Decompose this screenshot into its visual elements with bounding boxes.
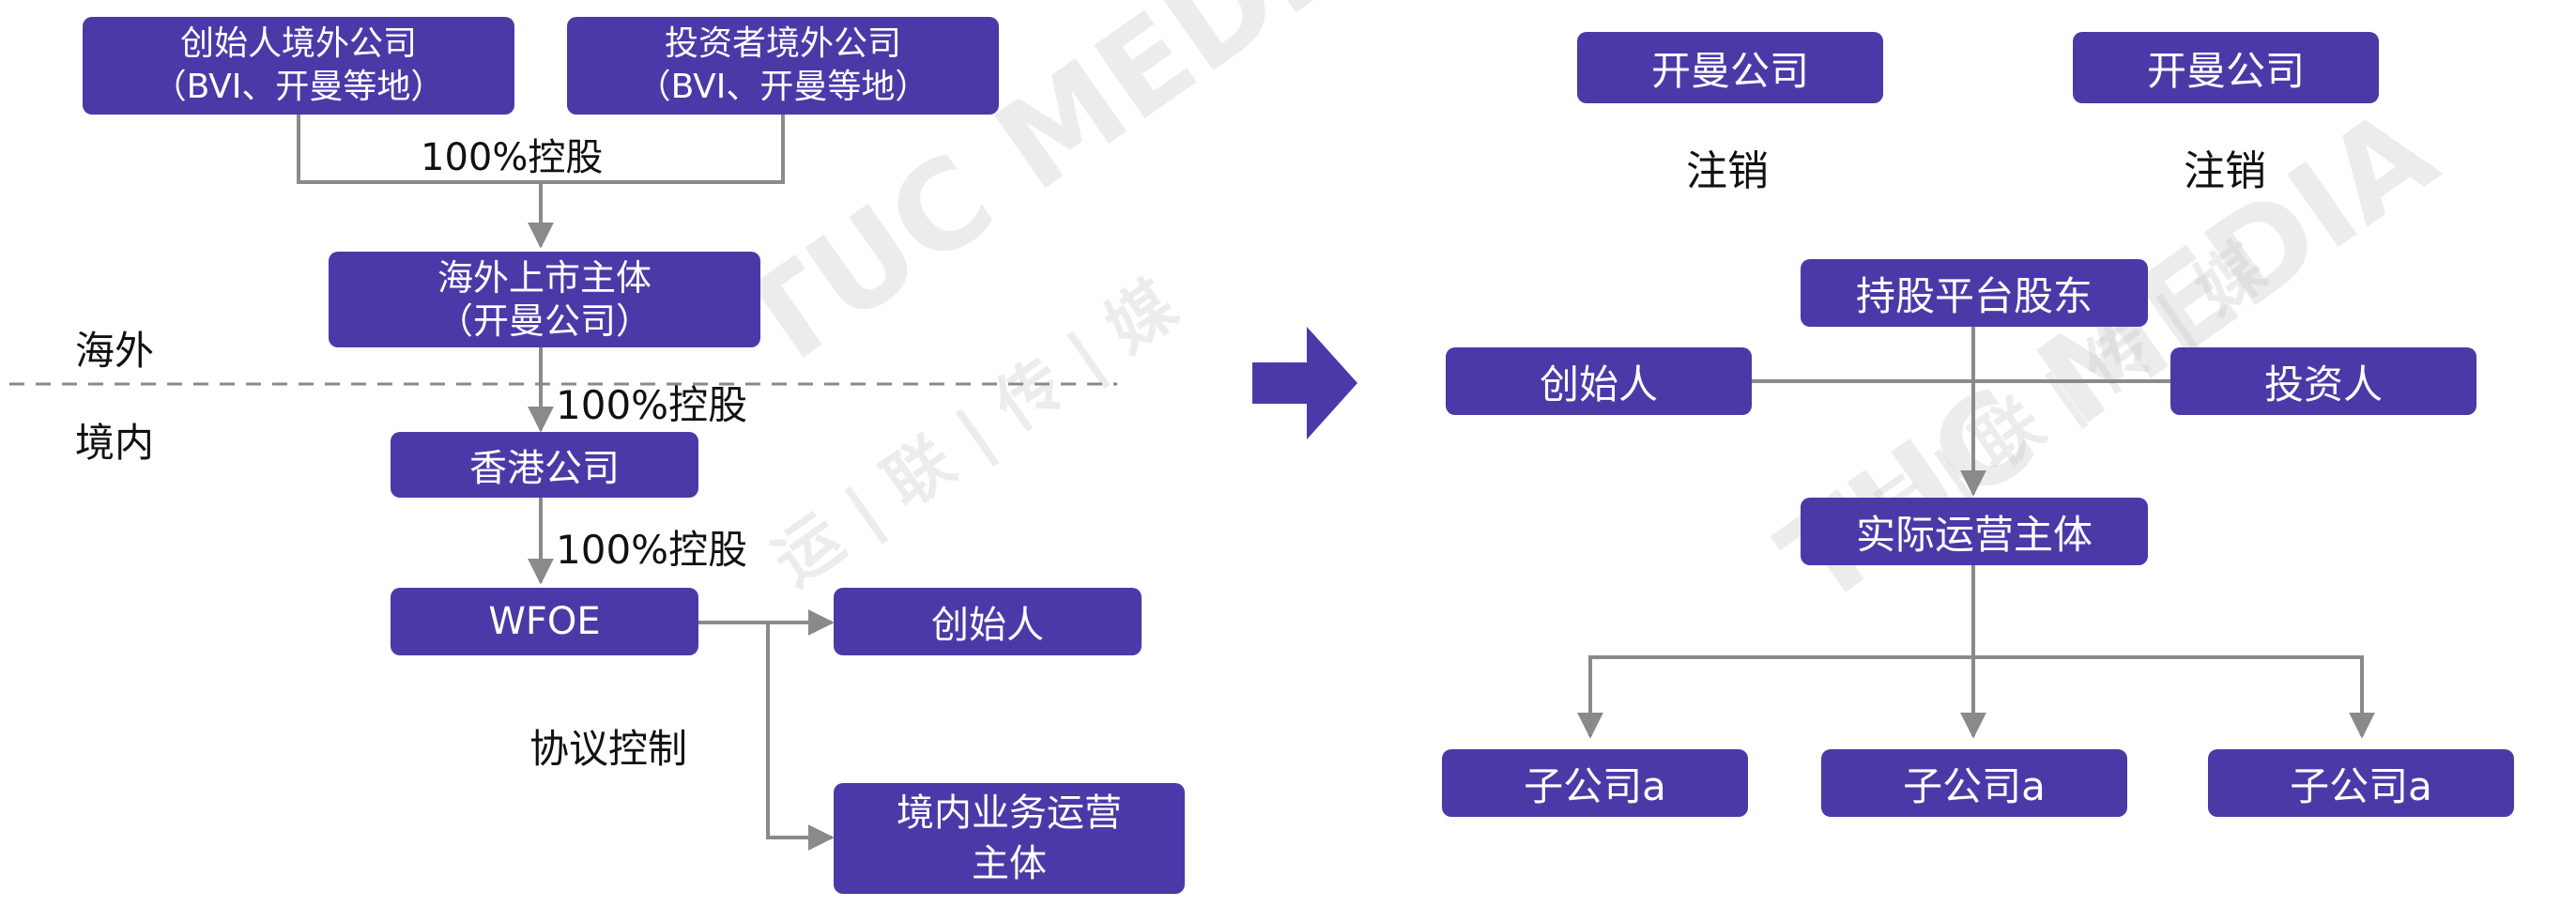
subsidiary-label-2: 子公司a [1903,762,2046,809]
cayman-company-label-1: 开曼公司 [1650,47,1809,94]
big-right-arrow [1252,327,1357,439]
cayman-company-box-2: 开曼公司 [2073,32,2379,103]
left-founder-box: 创始人 [834,588,1142,655]
deregister-label-1: 注销 [1686,147,1769,195]
left-founder-label: 创始人 [931,604,1044,647]
hk-company-label: 香港公司 [469,447,620,490]
holding-label-offshore: 100%控股 [421,136,604,179]
listing-entity-line1: 海外上市主体 [437,257,652,299]
domestic-label: 境内 [75,420,155,466]
investor-offshore-company-box: 投资者境外公司 （BVI、开曼等地） [567,17,999,115]
right-founder-label: 创始人 [1539,361,1658,407]
operating-entity-box: 实际运营主体 [1801,498,2148,565]
operating-entity-label: 实际运营主体 [1855,511,2093,558]
cayman-company-label-2: 开曼公司 [2146,47,2305,94]
founder-offshore-line2: （BVI、开曼等地） [152,68,445,106]
deregister-label-2: 注销 [2184,147,2266,195]
overseas-label: 海外 [75,328,155,374]
hong-kong-company-box: 香港公司 [391,432,698,498]
shareholding-platform-box: 持股平台股东 [1801,259,2148,327]
holding-label-listing-hk: 100%控股 [556,382,748,428]
domestic-operating-entity-box: 境内业务运营 主体 [834,783,1185,894]
wfoe-label: WFOE [488,600,601,643]
connector-wfoe-to-operating [766,623,835,851]
investor-offshore-line1: 投资者境外公司 [664,24,901,63]
domestic-operating-line2: 主体 [972,842,1047,885]
listing-entity-line2: （开曼公司） [437,300,652,342]
subsidiary-box-2: 子公司a [1821,749,2127,817]
cayman-company-box-1: 开曼公司 [1577,32,1883,103]
domestic-operating-line1: 境内业务运营 [897,792,1122,835]
shareholding-platform-label: 持股平台股东 [1855,272,2093,319]
subsidiary-box-3: 子公司a [2208,749,2514,817]
right-founder-box: 创始人 [1446,347,1752,415]
subsidiary-label-1: 子公司a [1524,762,1666,809]
founder-offshore-company-box: 创始人境外公司 （BVI、开曼等地） [83,17,514,115]
investor-offshore-line2: （BVI、开曼等地） [636,68,929,106]
connector-subsidiary-bus [1588,655,2375,739]
subsidiary-box-1: 子公司a [1442,749,1748,817]
investor-label: 投资人 [2263,361,2383,407]
investor-box: 投资人 [2170,347,2476,415]
wfoe-box: WFOE [391,588,698,655]
overseas-listing-entity-box: 海外上市主体 （开曼公司） [329,252,760,347]
agreement-control-label: 协议控制 [529,726,688,772]
holding-label-hk-wfoe: 100%控股 [556,527,748,573]
founder-offshore-line1: 创始人境外公司 [179,24,417,63]
subsidiary-label-3: 子公司a [2290,762,2432,809]
